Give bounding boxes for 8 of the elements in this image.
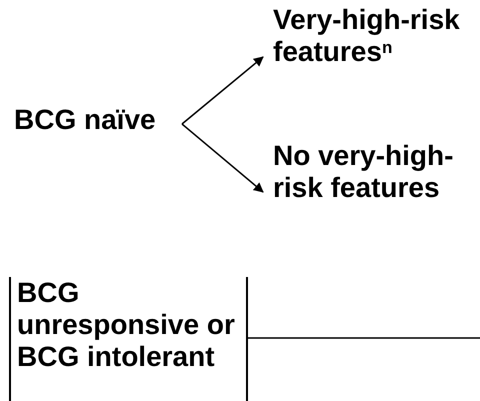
- arrow: [182, 56, 264, 125]
- node-label: BCG naïve: [14, 104, 157, 136]
- node-label: BCG unresponsive or BCG intolerant: [17, 277, 236, 373]
- arrow: [182, 123, 264, 193]
- node-label: No very-high-risk features: [273, 140, 454, 204]
- node-label: Very-high-risk features$^{n}$: [273, 4, 461, 68]
- bordered-box: [9, 277, 248, 401]
- line: [248, 337, 480, 339]
